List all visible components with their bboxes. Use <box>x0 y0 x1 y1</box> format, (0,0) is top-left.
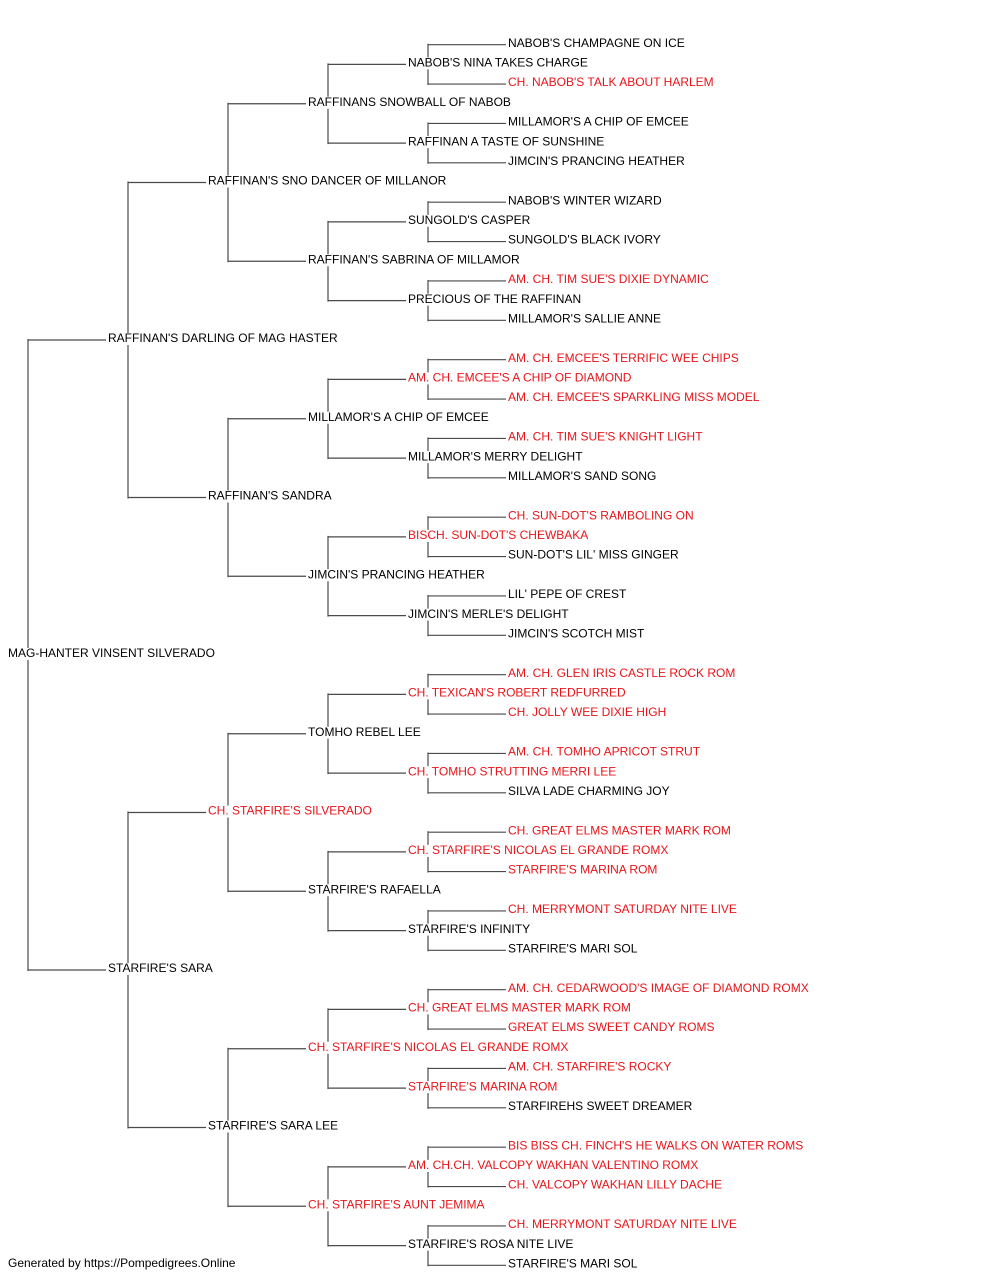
gg-grandparent-name: CH. TEXICAN'S ROBERT REDFURRED <box>408 686 626 700</box>
gg-grandparent-name: STARFIRE'S INFINITY <box>408 922 530 936</box>
gg-grandparent-name: AM. CH.CH. VALCOPY WAKHAN VALENTINO ROMX <box>408 1158 698 1172</box>
great-grandparent-name: RAFFINANS SNOWBALL OF NABOB <box>308 95 511 109</box>
great-grandparent-name: CH. STARFIRE'S AUNT JEMIMA <box>308 1197 485 1211</box>
parent-name: STARFIRE'S SARA <box>108 961 213 975</box>
ggg-grandparent-name: CH. JOLLY WEE DIXIE HIGH <box>508 705 666 719</box>
great-grandparent-name: RAFFINAN'S SABRINA OF MILLAMOR <box>308 252 520 266</box>
ggg-grandparent-name: AM. CH. GLEN IRIS CASTLE ROCK ROM <box>508 666 735 680</box>
gg-grandparent-name: JIMCIN'S MERLE'S DELIGHT <box>408 607 569 621</box>
gg-grandparent-name: STARFIRE'S MARINA ROM <box>408 1079 557 1093</box>
subject-name: MAG-HANTER VINSENT SILVERADO <box>8 646 215 660</box>
ggg-grandparent-name: STARFIRE'S MARINA ROM <box>508 863 657 877</box>
parent-name: RAFFINAN'S DARLING OF MAG HASTER <box>108 331 338 345</box>
ggg-grandparent-name: MILLAMOR'S SAND SONG <box>508 469 656 483</box>
great-grandparent-name: TOMHO REBEL LEE <box>308 725 421 739</box>
ggg-grandparent-name: CH. MERRYMONT SATURDAY NITE LIVE <box>508 902 737 916</box>
gg-grandparent-name: CH. STARFIRE'S NICOLAS EL GRANDE ROMX <box>408 843 668 857</box>
ggg-grandparent-name: STARFIRE'S MARI SOL <box>508 1256 638 1270</box>
great-grandparent-name: MILLAMOR'S A CHIP OF EMCEE <box>308 410 489 424</box>
gg-grandparent-name: NABOB'S NINA TAKES CHARGE <box>408 56 588 70</box>
gg-grandparent-name: PRECIOUS OF THE RAFFINAN <box>408 292 581 306</box>
gg-grandparent-name: STARFIRE'S ROSA NITE LIVE <box>408 1237 573 1251</box>
gg-grandparent-name: MILLAMOR'S MERRY DELIGHT <box>408 449 583 463</box>
ggg-grandparent-name: CH. MERRYMONT SATURDAY NITE LIVE <box>508 1217 737 1231</box>
generated-by-footer: Generated by https://Pompedigrees.Online <box>8 1256 236 1270</box>
gg-grandparent-name: BISCH. SUN-DOT'S CHEWBAKA <box>408 528 588 542</box>
grandparent-name: RAFFINAN'S SNO DANCER OF MILLANOR <box>208 174 447 188</box>
gg-grandparent-name: CH. GREAT ELMS MASTER MARK ROM <box>408 1001 631 1015</box>
ggg-grandparent-name: CH. NABOB'S TALK ABOUT HARLEM <box>508 75 714 89</box>
ggg-grandparent-name: BIS BISS CH. FINCH'S HE WALKS ON WATER R… <box>508 1138 803 1152</box>
ggg-grandparent-name: STARFIRE'S MARI SOL <box>508 941 638 955</box>
ggg-grandparent-name: CH. SUN-DOT'S RAMBOLING ON <box>508 508 694 522</box>
grandparent-name: CH. STARFIRE'S SILVERADO <box>208 804 372 818</box>
ggg-grandparent-name: SUNGOLD'S BLACK IVORY <box>508 233 661 247</box>
ggg-grandparent-name: MILLAMOR'S SALLIE ANNE <box>508 311 661 325</box>
ggg-grandparent-name: NABOB'S WINTER WIZARD <box>508 193 662 207</box>
ggg-grandparent-name: STARFIREHS SWEET DREAMER <box>508 1099 693 1113</box>
ggg-grandparent-name: AM. CH. TOMHO APRICOT STRUT <box>508 745 701 759</box>
ggg-grandparent-name: NABOB'S CHAMPAGNE ON ICE <box>508 36 685 50</box>
ggg-grandparent-name: AM. CH. EMCEE'S TERRIFIC WEE CHIPS <box>508 351 739 365</box>
great-grandparent-name: JIMCIN'S PRANCING HEATHER <box>308 567 485 581</box>
ggg-grandparent-name: JIMCIN'S PRANCING HEATHER <box>508 154 685 168</box>
ggg-grandparent-name: SUN-DOT'S LIL' MISS GINGER <box>508 548 679 562</box>
ggg-grandparent-name: CH. VALCOPY WAKHAN LILLY DACHE <box>508 1178 722 1192</box>
ggg-grandparent-name: AM. CH. TIM SUE'S KNIGHT LIGHT <box>508 430 703 444</box>
ggg-grandparent-name: AM. CH. TIM SUE'S DIXIE DYNAMIC <box>508 272 709 286</box>
grandparent-name: STARFIRE'S SARA LEE <box>208 1119 338 1133</box>
ggg-grandparent-name: JIMCIN'S SCOTCH MIST <box>508 626 645 640</box>
ggg-grandparent-name: CH. GREAT ELMS MASTER MARK ROM <box>508 823 731 837</box>
ggg-grandparent-name: AM. CH. CEDARWOOD'S IMAGE OF DIAMOND ROM… <box>508 981 809 995</box>
gg-grandparent-name: AM. CH. EMCEE'S A CHIP OF DIAMOND <box>408 371 632 385</box>
great-grandparent-name: CH. STARFIRE'S NICOLAS EL GRANDE ROMX <box>308 1040 568 1054</box>
ggg-grandparent-name: SILVA LADE CHARMING JOY <box>508 784 670 798</box>
ggg-grandparent-name: AM. CH. STARFIRE'S ROCKY <box>508 1060 671 1074</box>
gg-grandparent-name: CH. TOMHO STRUTTING MERRI LEE <box>408 764 616 778</box>
ggg-grandparent-name: MILLAMOR'S A CHIP OF EMCEE <box>508 115 689 129</box>
grandparent-name: RAFFINAN'S SANDRA <box>208 489 332 503</box>
gg-grandparent-name: RAFFINAN A TASTE OF SUNSHINE <box>408 134 604 148</box>
gg-grandparent-name: SUNGOLD'S CASPER <box>408 213 531 227</box>
ggg-grandparent-name: AM. CH. EMCEE'S SPARKLING MISS MODEL <box>508 390 760 404</box>
ggg-grandparent-name: GREAT ELMS SWEET CANDY ROMS <box>508 1020 714 1034</box>
ggg-grandparent-name: LIL' PEPE OF CREST <box>508 587 627 601</box>
great-grandparent-name: STARFIRE'S RAFAELLA <box>308 882 441 896</box>
